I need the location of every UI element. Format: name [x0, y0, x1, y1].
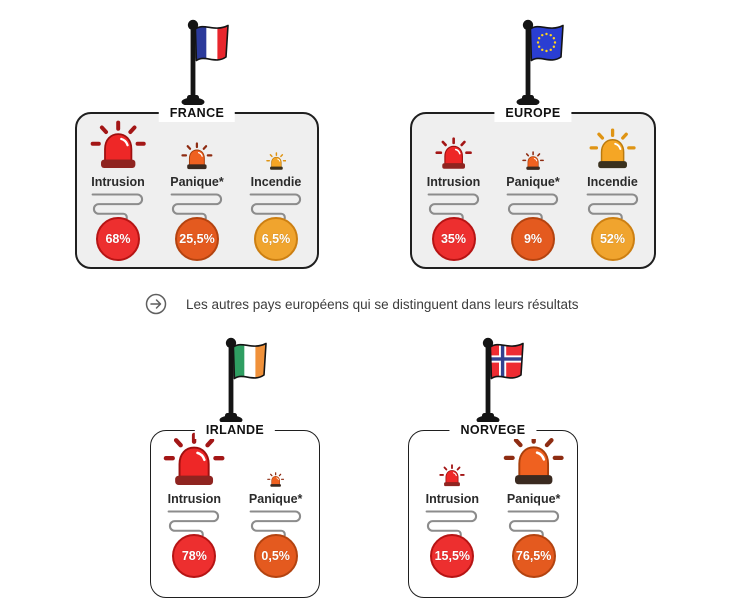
france-flag-icon: [160, 12, 236, 112]
alarm-item-panique: Panique* 76,5%: [496, 442, 572, 578]
connector-squiggle-icon: [419, 508, 485, 536]
panel-europe: EUROPE Intrusion 35% Panique* 9%: [410, 105, 656, 269]
europe-flag-icon: [495, 12, 571, 112]
alarm-item-intrusion: Intrusion 35%: [416, 125, 492, 261]
panel-body: Intrusion 68% Panique* 25,5% Incendie 6,…: [77, 114, 317, 261]
percentage-badge: 25,5%: [175, 217, 219, 261]
icon-box: [163, 442, 225, 488]
percentage-badge: 68%: [96, 217, 140, 261]
intrusion-siren-icon: [439, 464, 465, 488]
fire-siren-icon: [589, 128, 636, 171]
connector-squiggle-icon: [580, 191, 646, 219]
norway-flag-icon: [455, 330, 531, 430]
percentage-badge: 6,5%: [254, 217, 298, 261]
divider: Les autres pays européens qui se disting…: [144, 292, 579, 316]
panic-siren-icon: [267, 472, 284, 488]
intrusion-siren-icon: [90, 120, 146, 171]
icon-box: [589, 125, 636, 171]
icon-box: [267, 442, 284, 488]
percentage-badge: 76,5%: [511, 534, 556, 578]
arrow-right-circle-icon: [145, 293, 167, 315]
percentage-badge: 78%: [172, 534, 217, 578]
alarm-item-incendie: Incendie 6,5%: [238, 125, 314, 261]
fire-siren-icon: [266, 152, 287, 171]
alarm-item-panique: Panique* 9%: [495, 125, 571, 261]
alarm-item-panique: Panique* 0,5%: [238, 442, 314, 578]
icon-box: [435, 125, 472, 171]
icon-box: [90, 125, 146, 171]
icon-box: [503, 442, 564, 488]
panel-france: FRANCE Intrusion 68% Panique* 25,5%: [75, 105, 319, 269]
connector-squiggle-icon: [421, 191, 487, 219]
icon-box: [266, 125, 287, 171]
alarm-item-incendie: Incendie 52%: [575, 125, 651, 261]
alarm-type-label: Panique*: [506, 492, 561, 506]
panel-title: IRLANDE: [194, 422, 276, 439]
percentage-badge: 35%: [431, 217, 476, 261]
percentage-badge: 52%: [590, 217, 635, 261]
percentage-badge: 9%: [511, 217, 555, 261]
alarm-item-intrusion: Intrusion 15,5%: [414, 442, 490, 578]
alarm-type-label: Intrusion: [91, 175, 145, 189]
panic-siren-icon: [503, 432, 564, 488]
alarm-type-label: Incendie: [587, 175, 638, 189]
icon-box: [181, 125, 213, 171]
alarm-type-label: Panique*: [170, 175, 224, 189]
panel-irlande: IRLANDE Intrusion 78% Panique* 0,5%: [150, 422, 320, 598]
alarm-type-label: Intrusion: [426, 175, 481, 189]
panel-title: FRANCE: [158, 105, 236, 122]
intrusion-siren-icon: [163, 432, 225, 488]
alarm-type-label: Panique*: [506, 175, 560, 189]
percentage-badge: 0,5%: [253, 534, 298, 578]
alarm-item-intrusion: Intrusion 68%: [80, 125, 156, 261]
panel-body: Intrusion 35% Panique* 9% Incendie 52%: [412, 114, 654, 261]
connector-squiggle-icon: [243, 508, 309, 536]
alarm-type-label: Panique*: [248, 492, 303, 506]
panel-norvege: NORVEGE Intrusion 15,5% Panique* 76,5%: [408, 422, 578, 598]
panel-title: EUROPE: [494, 105, 572, 122]
alarm-type-label: Incendie: [250, 175, 302, 189]
connector-squiggle-icon: [85, 191, 151, 219]
alarm-item-intrusion: Intrusion 78%: [156, 442, 232, 578]
panel-body: Intrusion 15,5% Panique* 76,5%: [409, 431, 577, 578]
icon-box: [439, 442, 465, 488]
panel-body: Intrusion 78% Panique* 0,5%: [151, 431, 319, 578]
connector-squiggle-icon: [161, 508, 227, 536]
ireland-flag-icon: [198, 330, 274, 430]
alarm-type-label: Intrusion: [167, 492, 222, 506]
intrusion-siren-icon: [435, 137, 472, 171]
panic-siren-icon: [181, 142, 213, 171]
connector-squiggle-icon: [164, 191, 230, 219]
percentage-badge: 15,5%: [430, 534, 475, 578]
panic-siren-icon: [522, 151, 544, 171]
divider-text: Les autres pays européens qui se disting…: [186, 296, 579, 312]
connector-squiggle-icon: [500, 191, 566, 219]
icon-box: [522, 125, 544, 171]
alarm-item-panique: Panique* 25,5%: [159, 125, 235, 261]
connector-squiggle-icon: [243, 191, 309, 219]
panel-title: NORVEGE: [449, 422, 537, 439]
alarm-type-label: Intrusion: [425, 492, 480, 506]
connector-squiggle-icon: [501, 508, 567, 536]
